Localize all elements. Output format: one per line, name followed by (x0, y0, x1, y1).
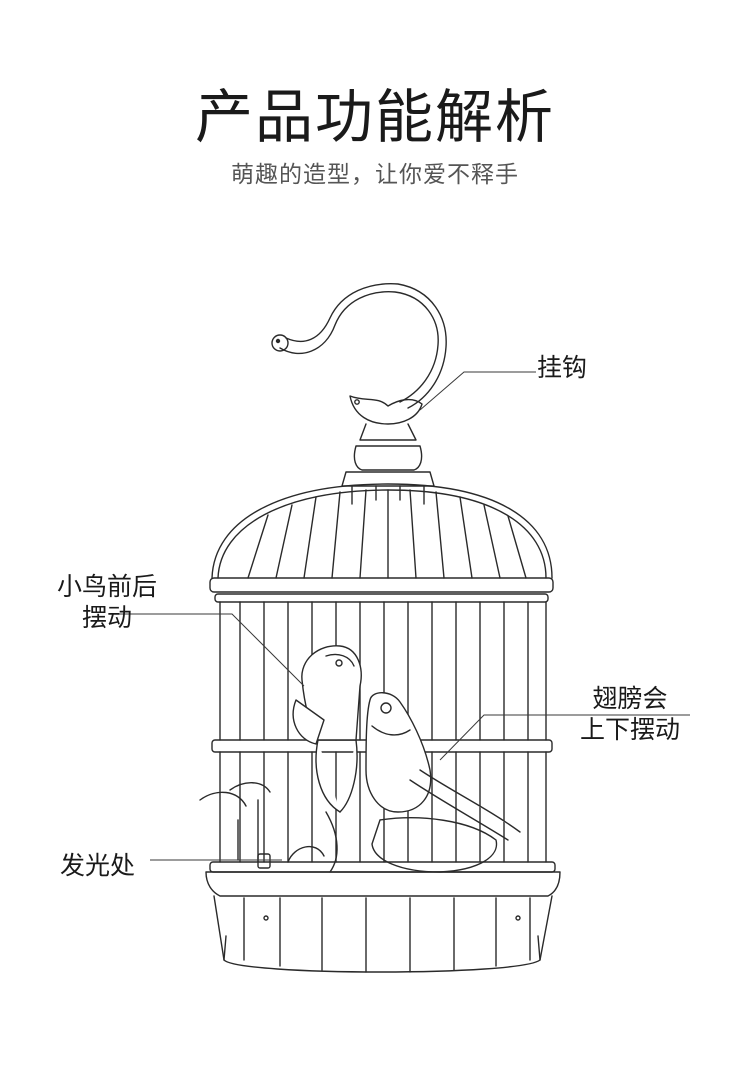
perch-icon (199, 782, 498, 873)
cage-dome-icon (211, 483, 553, 579)
light-callout: 发光处 (60, 851, 136, 880)
small-bird-icon (365, 692, 521, 841)
light-spot-icon (257, 845, 325, 869)
hook-callout: 挂钩 (537, 353, 588, 382)
wing-flap-callout-line1: 翅膀会 (592, 684, 668, 713)
page-subtitle: 萌趣的造型，让你爱不释手 (231, 162, 519, 188)
cage-base-icon (205, 861, 561, 973)
bird-swing-callout-line1: 小鸟前后 (57, 572, 158, 601)
wing-leader-line (439, 714, 690, 761)
wing-flap-callout-line2: 上下摆动 (580, 715, 681, 744)
bird-finial-icon (341, 395, 435, 505)
wing-flap-callout: 翅膀会 上下摆动 (580, 683, 680, 745)
bird-leader-line (112, 613, 305, 687)
parrot-icon (292, 645, 362, 813)
bird-swing-callout-line2: 摆动 (82, 603, 133, 632)
bird-swing-callout: 小鸟前后 摆动 (57, 571, 157, 633)
page-title: 产品功能解析 (194, 83, 555, 151)
hook-leader-line (419, 371, 536, 411)
hook-icon (271, 283, 447, 409)
